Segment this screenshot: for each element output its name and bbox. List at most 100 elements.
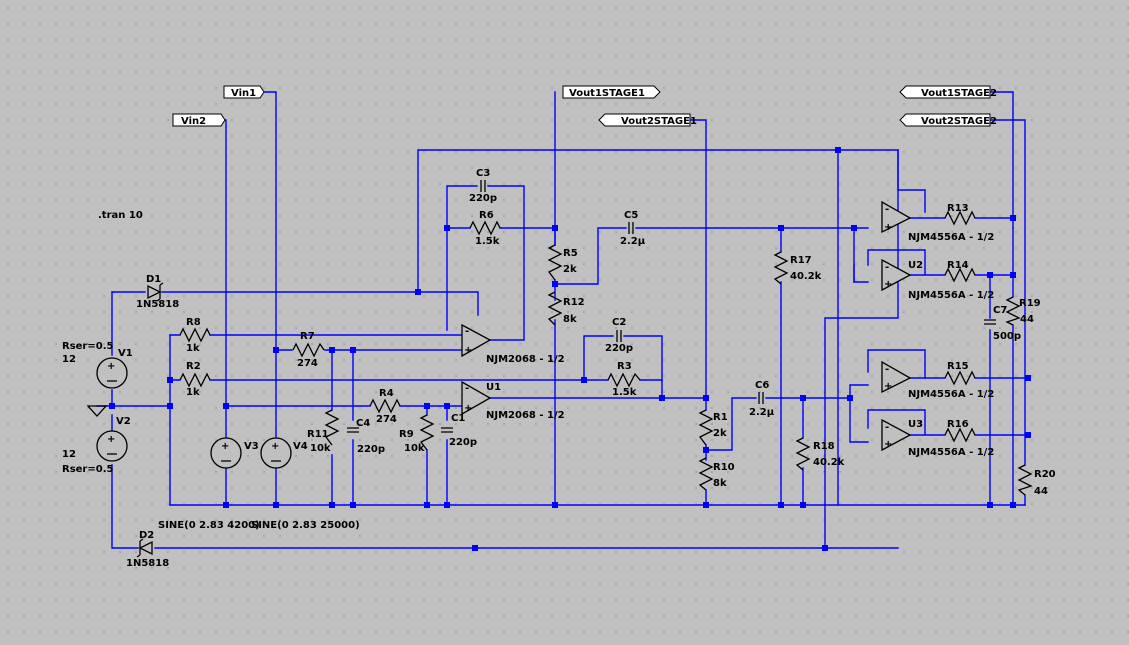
svg-text:R4: R4 <box>379 388 394 399</box>
svg-text:R10: R10 <box>713 462 735 473</box>
svg-text:500p: 500p <box>993 331 1021 342</box>
diode-d1[interactable]: D1 1N5818 <box>136 274 179 310</box>
resistor-r20[interactable]: R20 44 <box>1017 464 1056 497</box>
svg-text:V4: V4 <box>293 441 308 452</box>
svg-text:+: + <box>884 279 892 290</box>
svg-text:Vout2STAGE1: Vout2STAGE1 <box>621 116 697 127</box>
resistor-r1[interactable]: R1 2k <box>698 409 728 446</box>
resistor-r2[interactable]: R2 1k <box>179 361 211 398</box>
ground-symbol[interactable] <box>86 405 108 417</box>
svg-text:R3: R3 <box>617 361 632 372</box>
net-label-vout2-stage1[interactable]: Vout2STAGE1 <box>598 113 697 127</box>
svg-text:10k: 10k <box>310 443 331 454</box>
resistor-r3[interactable]: R3 1.5k <box>607 361 641 398</box>
opamp-u3a[interactable]: - + NJM4556A - 1/2 <box>881 360 994 400</box>
voltage-source-v4[interactable]: + V4 SINE(0 2.83 25000) <box>251 437 360 531</box>
svg-text:Vout2STAGE2: Vout2STAGE2 <box>921 116 997 127</box>
svg-text:44: 44 <box>1020 314 1034 325</box>
net-label-vout1-stage1[interactable]: Vout1STAGE1 <box>562 85 661 99</box>
capacitor-c7[interactable]: C7 500p <box>984 305 1021 342</box>
capacitor-c6[interactable]: C6 2.2µ <box>749 380 775 418</box>
svg-text:44: 44 <box>1034 486 1048 497</box>
capacitor-c3[interactable]: C3 220p <box>469 168 497 204</box>
svg-text:-: - <box>465 326 469 337</box>
svg-text:+: + <box>464 345 472 356</box>
svg-text:Vout1STAGE2: Vout1STAGE2 <box>921 88 997 99</box>
svg-text:-: - <box>885 204 889 215</box>
resistor-r18[interactable]: R18 40.2k <box>795 437 845 471</box>
net-label-vout1-stage2[interactable]: Vout1STAGE2 <box>899 85 997 99</box>
net-label-vout2-stage2[interactable]: Vout2STAGE2 <box>899 113 997 127</box>
opamp-u1[interactable]: - + U1 NJM2068 - 1/2 <box>461 380 565 421</box>
svg-text:R17: R17 <box>790 255 812 266</box>
svg-text:1.5k: 1.5k <box>612 387 637 398</box>
svg-text:-: - <box>885 262 889 273</box>
svg-text:40.2k: 40.2k <box>790 271 822 282</box>
opamp-u3[interactable]: - + U3 NJM4556A - 1/2 <box>881 418 994 458</box>
svg-text:10k: 10k <box>404 443 425 454</box>
voltage-source-v1[interactable]: + V1 Rser=0.5 12 <box>62 341 133 389</box>
svg-text:R5: R5 <box>563 248 578 259</box>
diode-d2[interactable]: D2 1N5818 <box>126 530 169 569</box>
svg-text:NJM4556A - 1/2: NJM4556A - 1/2 <box>908 232 994 243</box>
resistor-r16[interactable]: R16 <box>944 419 976 443</box>
resistor-r17[interactable]: R17 40.2k <box>773 251 822 285</box>
resistor-r19[interactable]: R19 44 <box>1005 296 1041 326</box>
capacitor-c2[interactable]: C2 220p <box>605 317 633 354</box>
svg-text:-: - <box>885 364 889 375</box>
svg-text:R12: R12 <box>563 297 585 308</box>
resistor-r11[interactable]: R11 10k <box>307 409 340 454</box>
svg-text:R16: R16 <box>947 419 969 430</box>
voltage-source-v2[interactable]: + V2 12 Rser=0.5 <box>62 416 131 475</box>
opamp-u2a[interactable]: - + NJM4556A - 1/2 <box>881 200 994 243</box>
svg-text:R20: R20 <box>1034 469 1056 480</box>
svg-text:U1: U1 <box>486 382 501 393</box>
svg-text:1.5k: 1.5k <box>475 236 500 247</box>
svg-text:C6: C6 <box>755 380 769 391</box>
voltage-source-v3[interactable]: + V3 SINE(0 2.83 4200) <box>158 437 260 531</box>
svg-text:C3: C3 <box>476 168 490 179</box>
svg-text:Rser=0.5: Rser=0.5 <box>62 464 114 475</box>
svg-text:2k: 2k <box>713 428 727 439</box>
resistor-r7[interactable]: R7 274 <box>292 331 325 369</box>
svg-text:R15: R15 <box>947 361 969 372</box>
resistor-r14[interactable]: R14 <box>944 260 976 283</box>
net-label-vin1[interactable]: Vin1 <box>223 85 265 99</box>
net-label-vin2[interactable]: Vin2 <box>172 113 226 127</box>
svg-text:U3: U3 <box>908 419 923 430</box>
capacitor-c5[interactable]: C5 2.2µ <box>620 210 646 247</box>
resistor-r8[interactable]: R8 1k <box>179 317 211 354</box>
opamp-u2[interactable]: - + U2 NJM4556A - 1/2 <box>881 258 994 301</box>
svg-text:+: + <box>221 441 229 452</box>
svg-text:220p: 220p <box>605 343 633 354</box>
svg-text:Vout1STAGE1: Vout1STAGE1 <box>569 88 645 99</box>
resistor-r9[interactable]: R9 10k <box>399 414 435 454</box>
tran-directive[interactable]: .tran 10 <box>98 210 143 221</box>
capacitor-c4[interactable]: C4 220p <box>347 418 385 455</box>
svg-text:1k: 1k <box>186 343 200 354</box>
resistor-r6[interactable]: R6 1.5k <box>469 210 501 247</box>
svg-text:+: + <box>107 361 115 372</box>
svg-text:V1: V1 <box>118 348 133 359</box>
svg-text:220p: 220p <box>469 193 497 204</box>
resistor-r4[interactable]: R4 274 <box>369 388 401 425</box>
svg-text:+: + <box>884 222 892 233</box>
resistor-r10[interactable]: R10 8k <box>698 457 735 491</box>
resistor-r5[interactable]: R5 2k <box>547 244 578 281</box>
svg-text:1N5818: 1N5818 <box>126 558 169 569</box>
svg-text:2.2µ: 2.2µ <box>620 236 646 247</box>
svg-text:1N5818: 1N5818 <box>136 299 179 310</box>
capacitor-c1[interactable]: C1 220p <box>441 413 477 448</box>
resistor-r15[interactable]: R15 <box>944 361 976 386</box>
svg-text:R19: R19 <box>1019 298 1041 309</box>
opamp-u1b[interactable]: - + NJM2068 - 1/2 <box>461 323 565 365</box>
svg-text:8k: 8k <box>713 478 727 489</box>
svg-text:+: + <box>464 403 472 414</box>
svg-text:NJM2068 - 1/2: NJM2068 - 1/2 <box>486 410 565 421</box>
svg-text:+: + <box>884 439 892 450</box>
svg-text:-: - <box>465 383 469 394</box>
svg-text:D2: D2 <box>139 530 154 541</box>
resistor-r12[interactable]: R12 8k <box>547 291 585 326</box>
resistor-r13[interactable]: R13 <box>944 203 976 226</box>
